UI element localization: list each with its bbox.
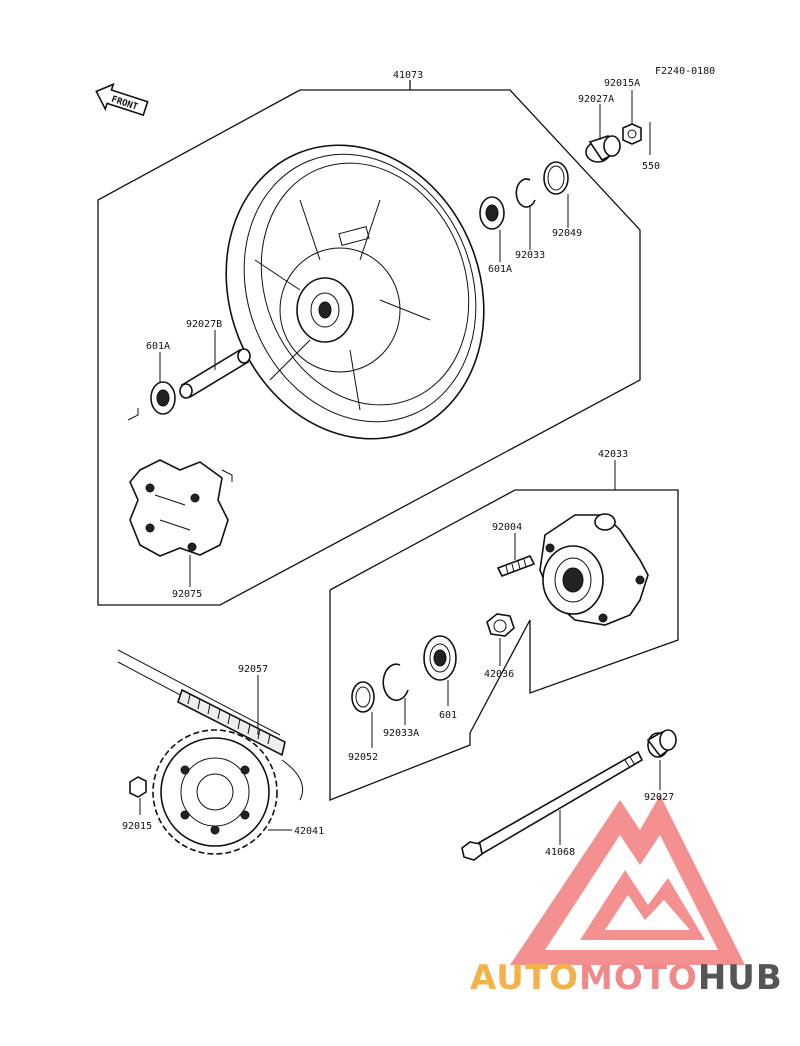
label-92052: 92052: [348, 752, 378, 763]
collar-42036: [486, 613, 515, 637]
watermark-logo-icon: [510, 795, 745, 965]
label-92015: 92015: [122, 821, 152, 832]
drive-chain-92057: [117, 649, 304, 801]
label-601a-left: 601A: [146, 341, 170, 352]
seal-92049: [543, 161, 569, 195]
seal-92052: [351, 681, 375, 713]
label-92033: 92033: [515, 250, 545, 261]
coupling-group-frame: [329, 489, 679, 801]
label-42033: 42033: [598, 449, 628, 460]
bearing-601: [423, 635, 457, 681]
sprocket-42041: [152, 729, 278, 855]
collar-92027a: [585, 135, 621, 163]
damper-92075: [129, 459, 229, 557]
label-92033a: 92033A: [383, 728, 419, 739]
label-41073: 41073: [393, 70, 423, 81]
circlip-92033a: [382, 663, 409, 702]
watermark-part-auto: AUTO: [470, 958, 579, 998]
coupling-42033: [539, 513, 649, 626]
label-92049: 92049: [552, 228, 582, 239]
label-92057: 92057: [238, 664, 268, 675]
label-601a-right: 601A: [488, 264, 512, 275]
watermark-part-hub: HUB: [697, 958, 783, 998]
front-arrow-icon: FRONT: [95, 82, 149, 117]
label-42041: 42041: [294, 826, 324, 837]
watermark-text: AUTOMOTOHUB: [470, 958, 800, 1008]
ref-code: F2240-0180: [655, 66, 715, 77]
label-92075: 92075: [172, 589, 202, 600]
rear-wheel: [225, 144, 485, 440]
label-42036: 42036: [484, 669, 514, 680]
nut-92015: [129, 776, 147, 798]
watermark-part-moto: MOTO: [578, 958, 698, 998]
circlip-92033: [515, 178, 536, 208]
stud-92004: [496, 554, 536, 578]
axle-41068: [461, 750, 644, 861]
label-550: 550: [642, 161, 660, 172]
label-92015a: 92015A: [604, 78, 640, 89]
label-41068: 41068: [545, 847, 575, 858]
label-92027b: 92027B: [186, 319, 222, 330]
wheel-group-frame: [97, 89, 641, 606]
label-92027a: 92027A: [578, 94, 614, 105]
bearing-601a-left: [150, 381, 176, 415]
collar-92027b: [179, 348, 251, 399]
label-601: 601: [439, 710, 457, 721]
collar-92027: [646, 729, 677, 758]
label-92004: 92004: [492, 522, 522, 533]
bearing-601a-right: [479, 196, 505, 230]
nut-92015a: [622, 123, 642, 145]
label-92027: 92027: [644, 792, 674, 803]
